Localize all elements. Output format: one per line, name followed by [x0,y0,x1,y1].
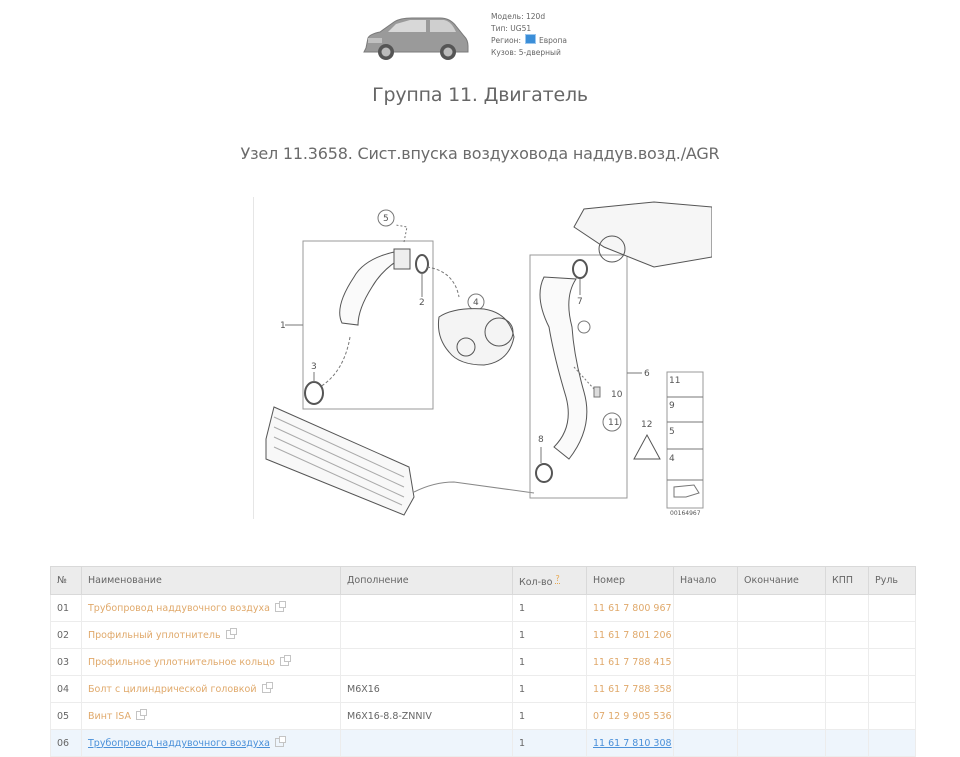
vehicle-body: Кузов: 5-дверный [491,47,561,57]
col-name: Наименование [81,566,341,595]
svg-text:9: 9 [669,401,675,411]
vehicle-type: Тип: UG51 [491,23,532,33]
col-extra: Дополнение [340,566,513,595]
part-name-link[interactable]: Болт с цилиндрической головкой [88,683,257,695]
external-link-icon[interactable] [274,735,286,747]
col-part-number: Номер [586,566,674,595]
svg-text:11: 11 [669,376,680,386]
table-row: 03 Профильное уплотнительное кольцо 1 11… [50,648,916,676]
svg-text:10: 10 [611,390,623,400]
svg-text:4: 4 [669,454,675,464]
external-link-icon[interactable] [135,708,147,720]
part-number-link[interactable]: 11 61 7 788 415 [593,656,672,668]
part-name-link[interactable]: Профильный уплотнитель [88,629,221,641]
node-title: Узел 11.3658. Сист.впуска воздуховода на… [240,144,720,163]
table-row: 04 Болт с цилиндрической головкой M6X16 … [50,675,916,703]
eu-flag-icon [524,34,536,44]
col-start: Начало [673,566,738,595]
table-header-row: № Наименование Дополнение Кол-во? Номер … [50,566,916,595]
external-link-icon[interactable] [279,654,291,666]
table-row: 02 Профильный уплотнитель 1 11 61 7 801 … [50,621,916,649]
table-row: 05 Винт ISA M6X16-8.8-ZNNIV 1 07 12 9 90… [50,702,916,730]
part-number-link[interactable]: 11 61 7 810 308 [593,737,672,749]
part-name-link[interactable]: Трубопровод наддувочного воздуха [88,602,270,614]
vehicle-summary: Модель: 120d Тип: UG51 Регион:Европа Куз… [360,6,600,66]
external-link-icon[interactable] [261,681,273,693]
qty-help-icon[interactable]: ? [555,573,560,584]
svg-text:11: 11 [608,418,619,428]
col-num: № [50,566,82,595]
svg-text:8: 8 [538,435,544,445]
part-name-link[interactable]: Трубопровод наддувочного воздуха [88,737,270,749]
svg-text:5: 5 [383,214,389,224]
group-title: Группа 11. Двигатель [372,84,588,106]
part-name-link[interactable]: Профильное уплотнительное кольцо [88,656,275,668]
table-row-highlighted: 06 Трубопровод наддувочного воздуха 1 11… [50,729,916,757]
exploded-view-illustration: 1 2 3 4 5 6 7 8 10 11 12 11 9 5 4 001649… [265,201,713,517]
vehicle-region: Регион:Европа [491,34,567,45]
svg-text:4: 4 [473,298,479,308]
part-name-link[interactable]: Винт ISA [88,710,131,722]
col-qty: Кол-во? [512,566,587,595]
table-row: 01 Трубопровод наддувочного воздуха 1 11… [50,594,916,622]
external-link-icon[interactable] [274,600,286,612]
part-number-link[interactable]: 11 61 7 788 358 [593,683,672,695]
svg-text:12: 12 [641,420,652,430]
external-link-icon[interactable] [225,627,237,639]
svg-text:5: 5 [669,427,675,437]
svg-text:00164967: 00164967 [670,510,701,517]
parts-table: № Наименование Дополнение Кол-во? Номер … [50,566,916,757]
parts-diagram[interactable]: 1 2 3 4 5 6 7 8 10 11 12 11 9 5 4 001649… [253,197,713,519]
svg-text:7: 7 [577,297,583,307]
svg-text:6: 6 [644,369,650,379]
col-end: Окончание [737,566,826,595]
callout-1: 1 [280,321,286,331]
callout-3: 3 [311,362,317,372]
part-number-link[interactable]: 07 12 9 905 536 [593,710,672,722]
part-number-link[interactable]: 11 61 7 800 967 [593,602,672,614]
col-gearbox: КПП [825,566,869,595]
car-image [363,17,469,60]
callout-2: 2 [419,298,425,308]
part-number-link[interactable]: 11 61 7 801 206 [593,629,672,641]
col-steering: Руль [868,566,916,595]
vehicle-info: Модель: 120d Тип: UG51 Регион:Европа Куз… [491,11,567,58]
vehicle-model: Модель: 120d [491,12,546,21]
